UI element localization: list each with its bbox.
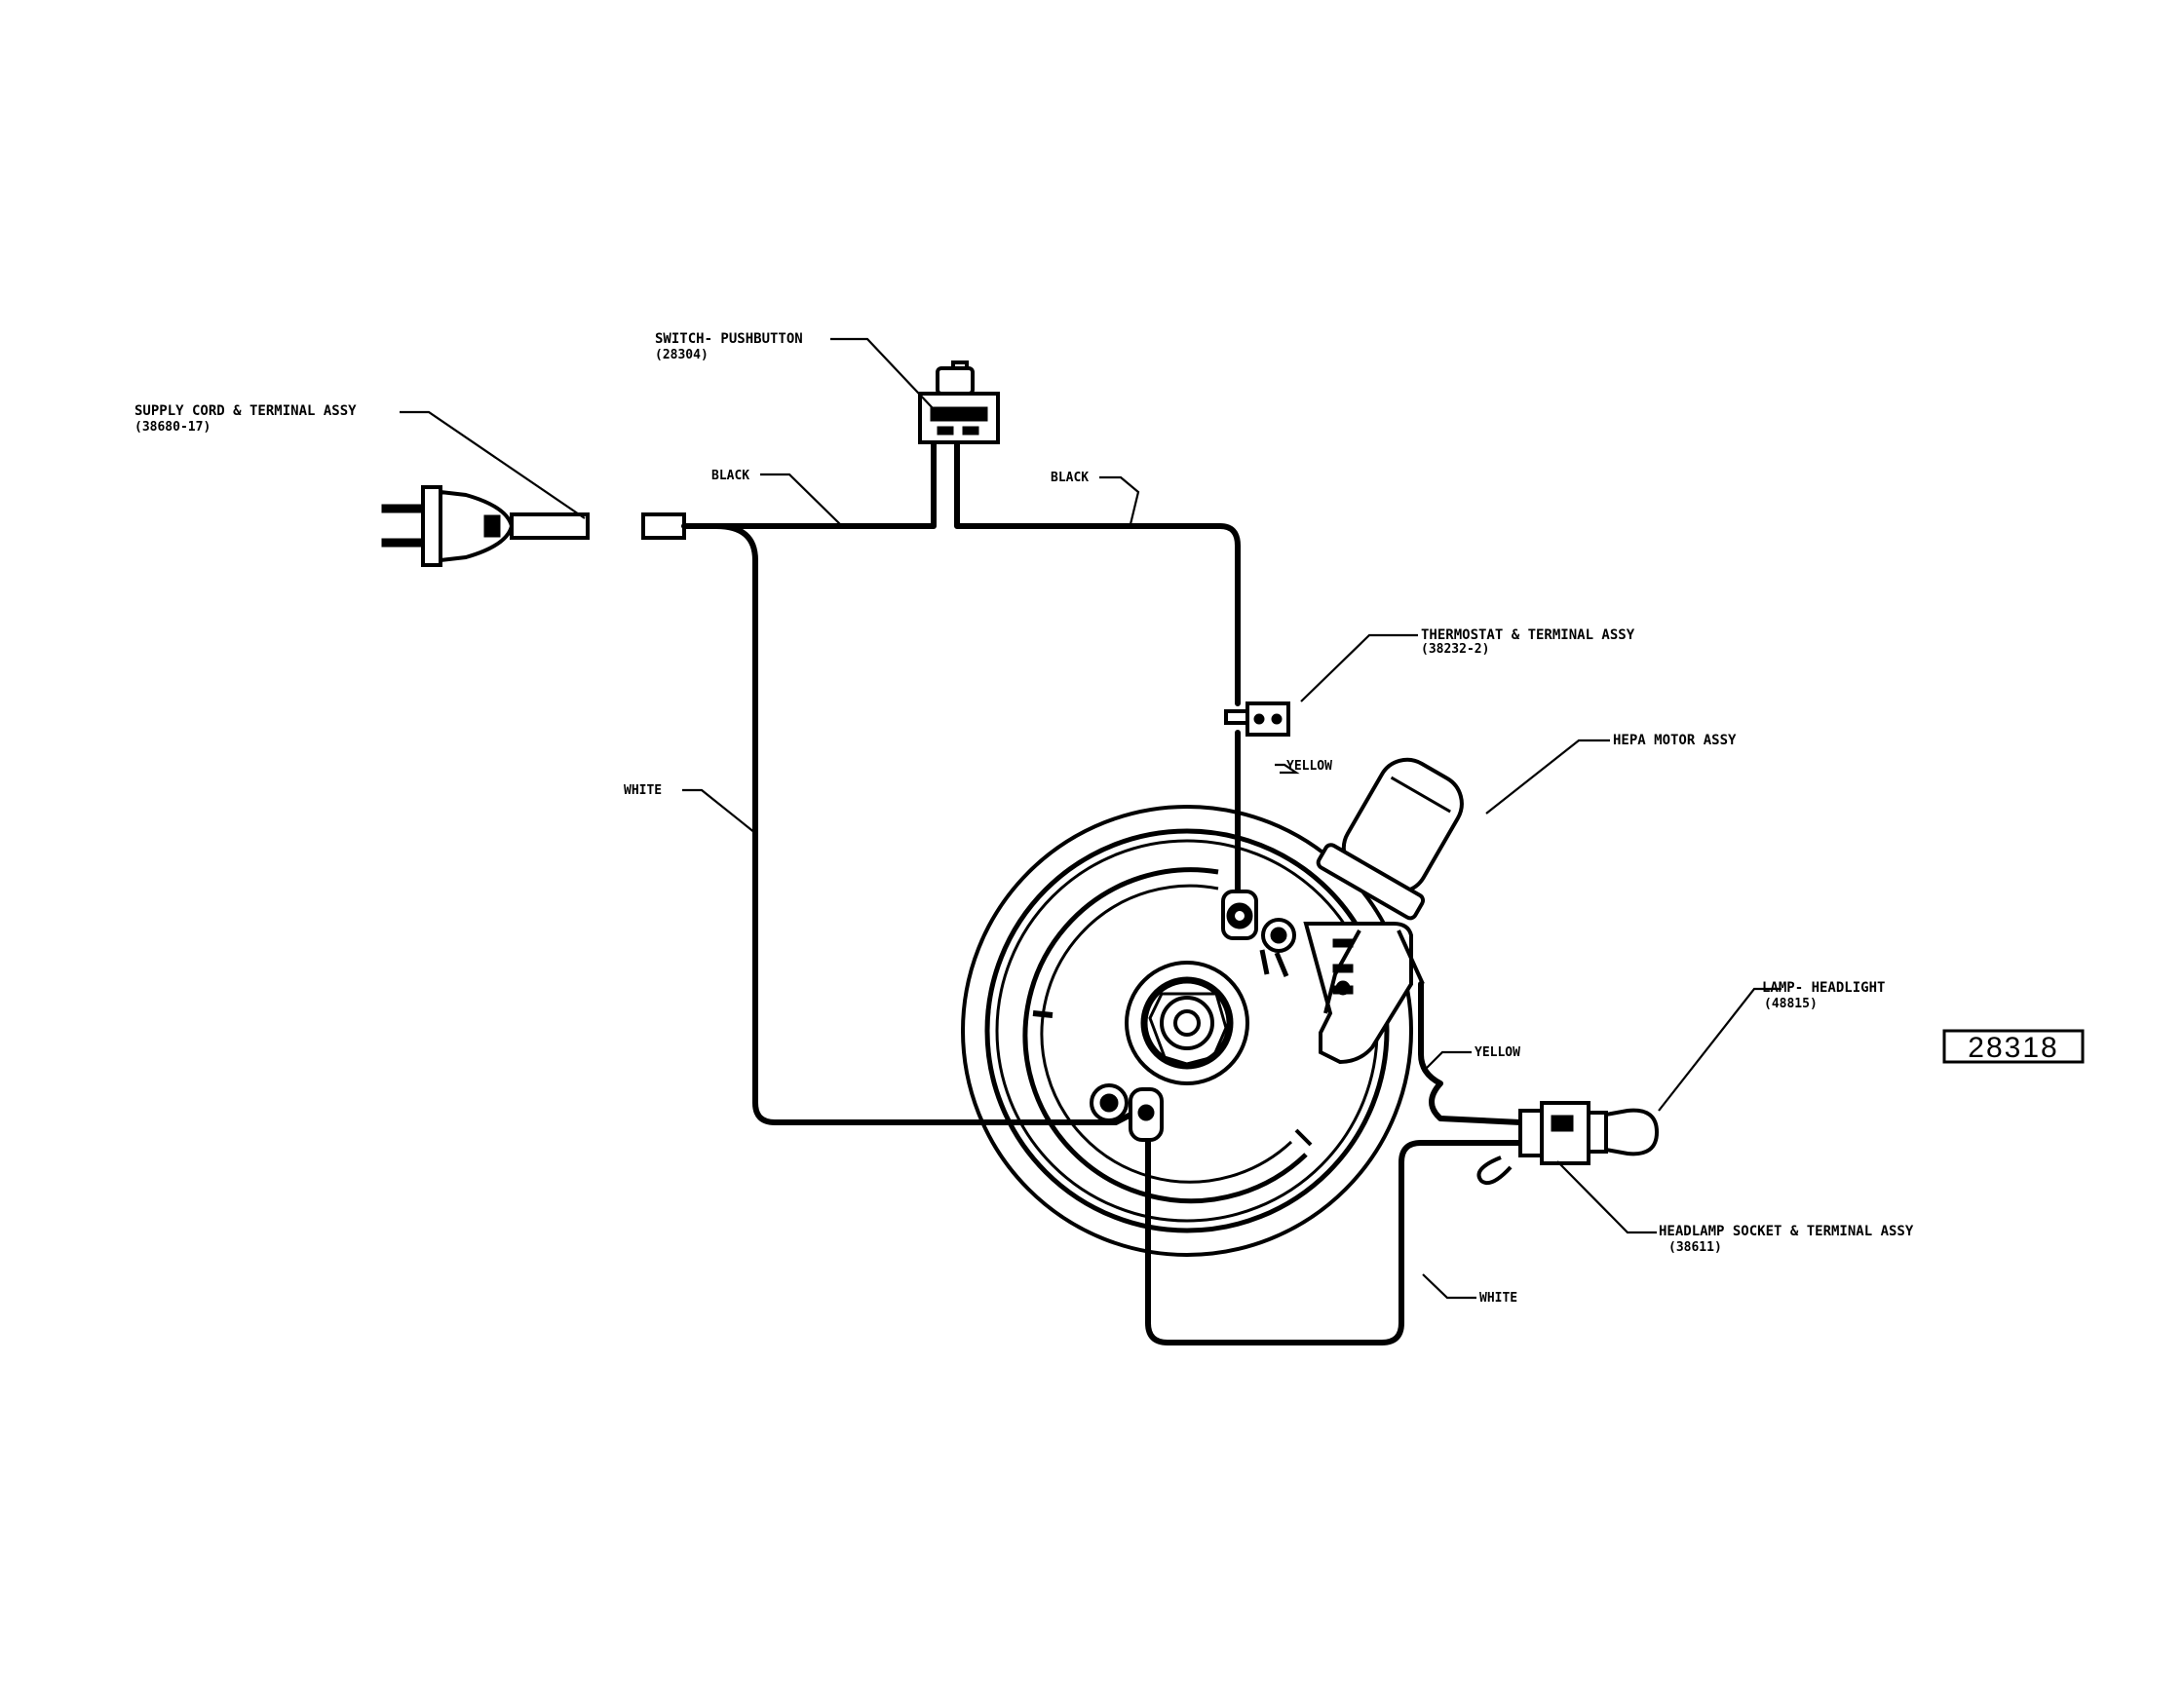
yellow-wire-right-label: YELLOW (1475, 1045, 1520, 1060)
supply-cord-plug (381, 485, 686, 567)
black-wire-right (954, 431, 1241, 706)
headlamp (1476, 1101, 1660, 1186)
hepa-motor (961, 757, 1464, 1257)
black-wire-left (738, 431, 937, 529)
wiring (681, 431, 1533, 1345)
hepa-motor-label: HEPA MOTOR ASSY (1613, 733, 1737, 748)
black-wire-right-label: BLACK (1051, 471, 1089, 485)
white-wire-left (713, 523, 1141, 1125)
lamp-part-number: (48815) (1764, 997, 1818, 1011)
white-wire-bottom-label: WHITE (1479, 1291, 1517, 1306)
lamp-label: LAMP- HEADLIGHT (1762, 980, 1885, 996)
reference-number-box: 28318 (1942, 1029, 2085, 1064)
supply-cord-part-number: (38680-17) (134, 420, 211, 435)
thermostat-label: THERMOSTAT & TERMINAL ASSY (1421, 627, 1635, 643)
white-wire-left-label: WHITE (624, 783, 662, 798)
switch-part-number: (28304) (655, 348, 709, 362)
thermostat-part-number: (38232-2) (1421, 642, 1489, 657)
thermostat (1224, 701, 1290, 737)
black-wire-left-label: BLACK (711, 469, 749, 483)
labels: SWITCH- PUSHBUTTON (28304) SUPPLY CORD &… (134, 331, 1914, 1306)
yellow-wire-top-label: YELLOW (1286, 759, 1332, 774)
switch-label: SWITCH- PUSHBUTTON (655, 331, 803, 347)
pushbutton-switch (918, 360, 1000, 444)
supply-cord-label: SUPPLY CORD & TERMINAL ASSY (134, 403, 357, 419)
socket-part-number: (38611) (1668, 1240, 1722, 1255)
leader-lines (400, 337, 1782, 1300)
yellow-wire-right (1418, 981, 1523, 1125)
socket-label: HEADLAMP SOCKET & TERMINAL ASSY (1659, 1224, 1914, 1239)
reference-number: 28318 (1968, 1032, 2058, 1064)
white-wire-bottom (1145, 1108, 1533, 1345)
